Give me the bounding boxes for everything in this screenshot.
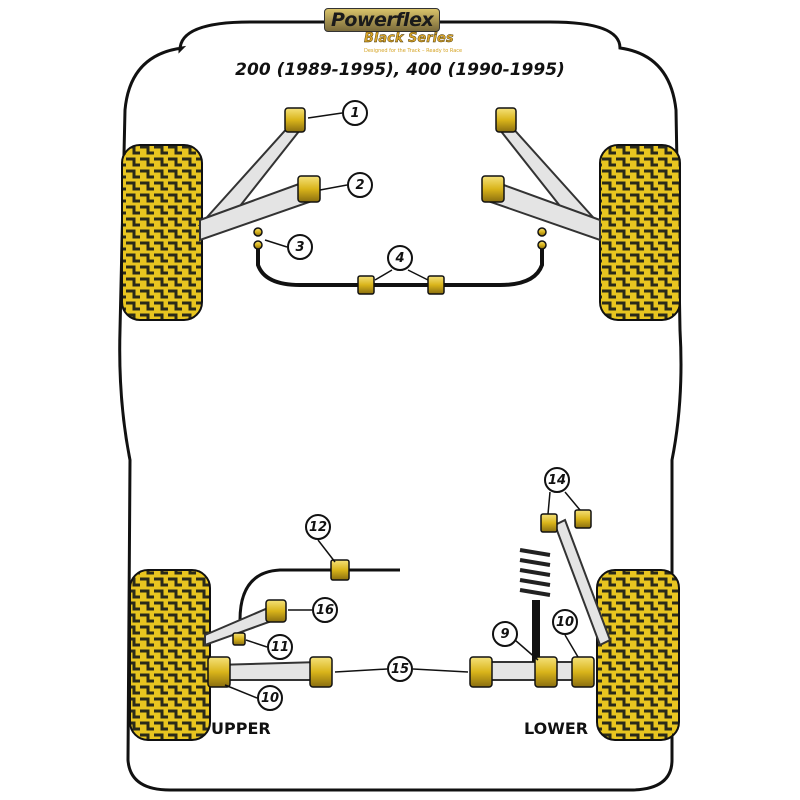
- part-callout-15: 15: [387, 656, 413, 682]
- part-callout-11: 11: [267, 634, 293, 660]
- upper-label: UPPER: [211, 719, 271, 738]
- front-wishbones: [197, 123, 603, 242]
- logo-tagline: Designed for the Track – Ready to Race: [364, 48, 463, 54]
- logo-series: Black Series: [364, 31, 454, 46]
- rear-strut-brace: [553, 518, 612, 647]
- rear-bushes: [207, 509, 595, 688]
- part-callout-4: 4: [387, 245, 413, 271]
- part-callout-2: 2: [347, 172, 373, 198]
- part-callout-9: 9: [492, 621, 518, 647]
- damper: [532, 600, 540, 662]
- lower-label: LOWER: [524, 719, 589, 738]
- car-body-outline: [118, 20, 683, 792]
- front-right-tyre: [599, 144, 681, 321]
- front-left-tyre: [121, 144, 203, 321]
- front-bushes: [253, 107, 547, 295]
- part-callout-1: 1: [342, 100, 368, 126]
- rear-anti-roll-bar: [238, 568, 400, 635]
- rear-right-tyre: [596, 569, 680, 741]
- part-callout-14: 14: [544, 467, 570, 493]
- leader-lines: [224, 112, 581, 699]
- part-callout-10: 10: [257, 685, 283, 711]
- rear-left-tyre: [129, 569, 211, 741]
- part-callout-12: 12: [305, 514, 331, 540]
- part-callout-3: 3: [287, 234, 313, 260]
- front-anti-roll-bar: [256, 245, 544, 287]
- logo-brand: Powerflex: [324, 8, 441, 32]
- part-callout-10: 10: [552, 609, 578, 635]
- coil-spring: [519, 548, 551, 597]
- powerflex-logo: Powerflex Black Series Designed for the …: [318, 6, 478, 56]
- model-title: 200 (1989-1995), 400 (1990-1995): [235, 60, 565, 80]
- part-callout-16: 16: [312, 597, 338, 623]
